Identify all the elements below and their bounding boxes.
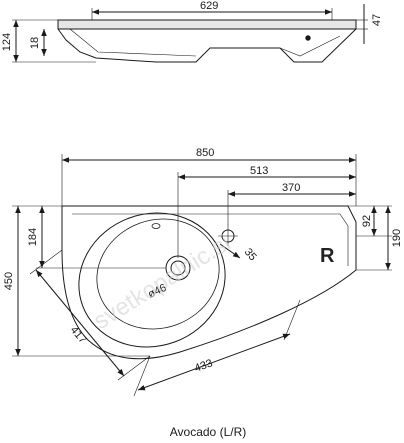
model-caption: Avocado (L/R) (170, 425, 246, 439)
plan-433-ext-right (283, 299, 301, 341)
side-mark-r: R (320, 245, 335, 267)
plan-450-label: 450 (3, 272, 15, 290)
plan-width-label: 850 (196, 147, 214, 159)
plan-513-label: 513 (250, 165, 268, 177)
plan-view (12, 154, 392, 397)
plan-countertop-inner (72, 213, 349, 266)
side-view (12, 4, 368, 63)
side-inner-height-label: 18 (29, 37, 41, 49)
side-overflow-hole (305, 35, 311, 41)
plan-370-label: 370 (282, 182, 300, 194)
plan-drain-inner (170, 260, 186, 276)
side-top-plate (57, 19, 357, 30)
plan-417-ext-top (29, 249, 63, 275)
side-right-label: 47 (371, 14, 383, 26)
plan-433-label: 433 (193, 357, 214, 375)
plan-190-label: 190 (391, 229, 403, 247)
plan-433-line (137, 333, 291, 391)
plan-92-label: 92 (361, 215, 373, 227)
plan-overflow (151, 223, 161, 229)
side-body (57, 28, 357, 63)
plan-417-line (35, 269, 125, 377)
plan-35-line (219, 243, 241, 259)
side-height-label: 124 (1, 33, 13, 51)
plan-184-label: 184 (27, 228, 39, 246)
side-inner-lines (69, 28, 341, 57)
side-width-label: 629 (200, 0, 218, 12)
